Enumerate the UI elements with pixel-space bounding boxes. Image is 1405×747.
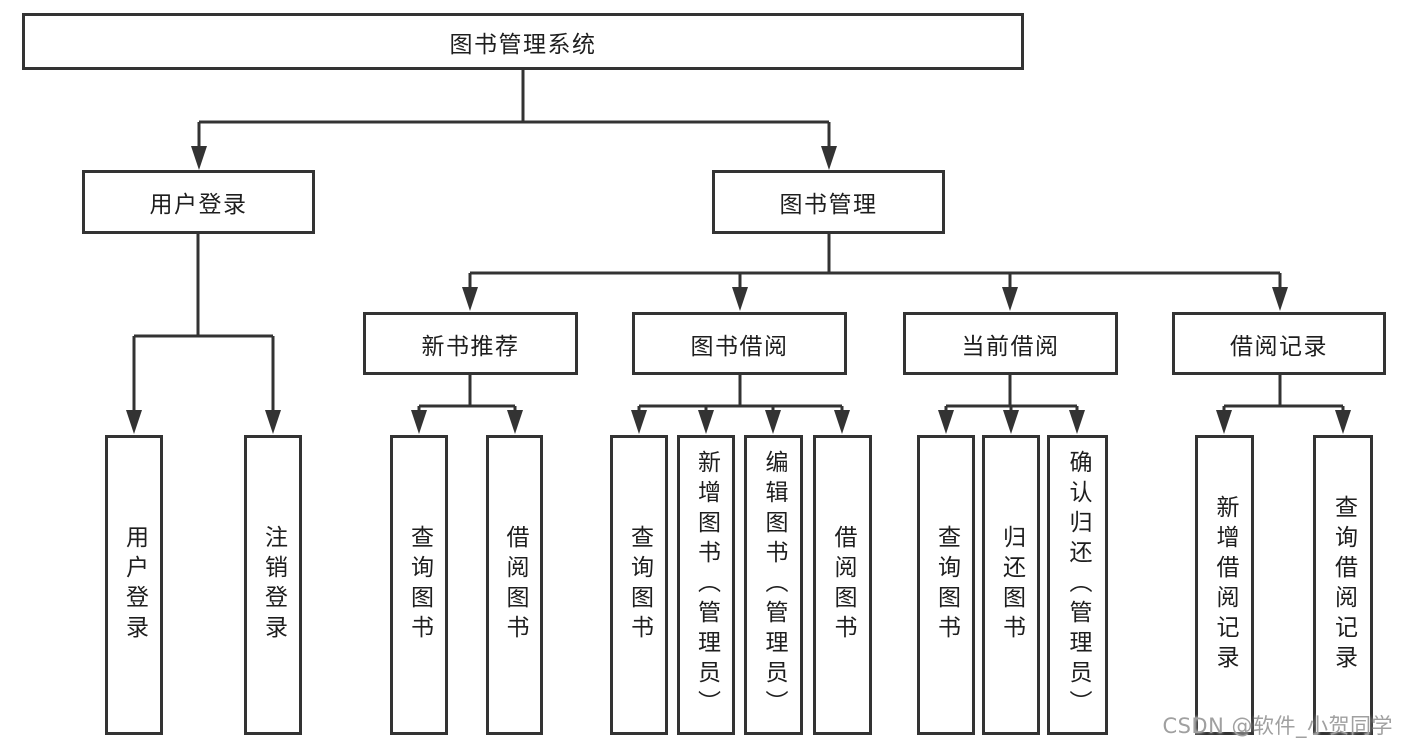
leaf-newbook-borrow: 借阅图书 [486, 435, 543, 735]
leaf-borrow-query: 查询图书 [610, 435, 668, 735]
node-book-management-module: 图书管理 [712, 170, 945, 234]
node-current-borrow: 当前借阅 [903, 312, 1118, 375]
leaf-record-query: 查询借阅记录 [1313, 435, 1373, 735]
leaf-record-add: 新增借阅记录 [1195, 435, 1254, 735]
node-user-login-module: 用户登录 [82, 170, 315, 234]
leaf-current-query: 查询图书 [917, 435, 975, 735]
leaf-borrow-borrow: 借阅图书 [813, 435, 872, 735]
node-borrow-records: 借阅记录 [1172, 312, 1386, 375]
leaf-current-return: 归还图书 [982, 435, 1040, 735]
leaf-user-login: 用户登录 [105, 435, 163, 735]
leaf-logout: 注销登录 [244, 435, 302, 735]
leaf-current-confirm-admin: 确认归还（管理员） [1047, 435, 1108, 735]
node-new-book-recommend: 新书推荐 [363, 312, 578, 375]
leaf-borrow-add-admin: 新增图书（管理员） [677, 435, 735, 735]
leaf-borrow-edit-admin: 编辑图书（管理员） [744, 435, 803, 735]
leaf-newbook-query: 查询图书 [390, 435, 448, 735]
node-root-system: 图书管理系统 [22, 13, 1024, 70]
node-book-borrow: 图书借阅 [632, 312, 847, 375]
